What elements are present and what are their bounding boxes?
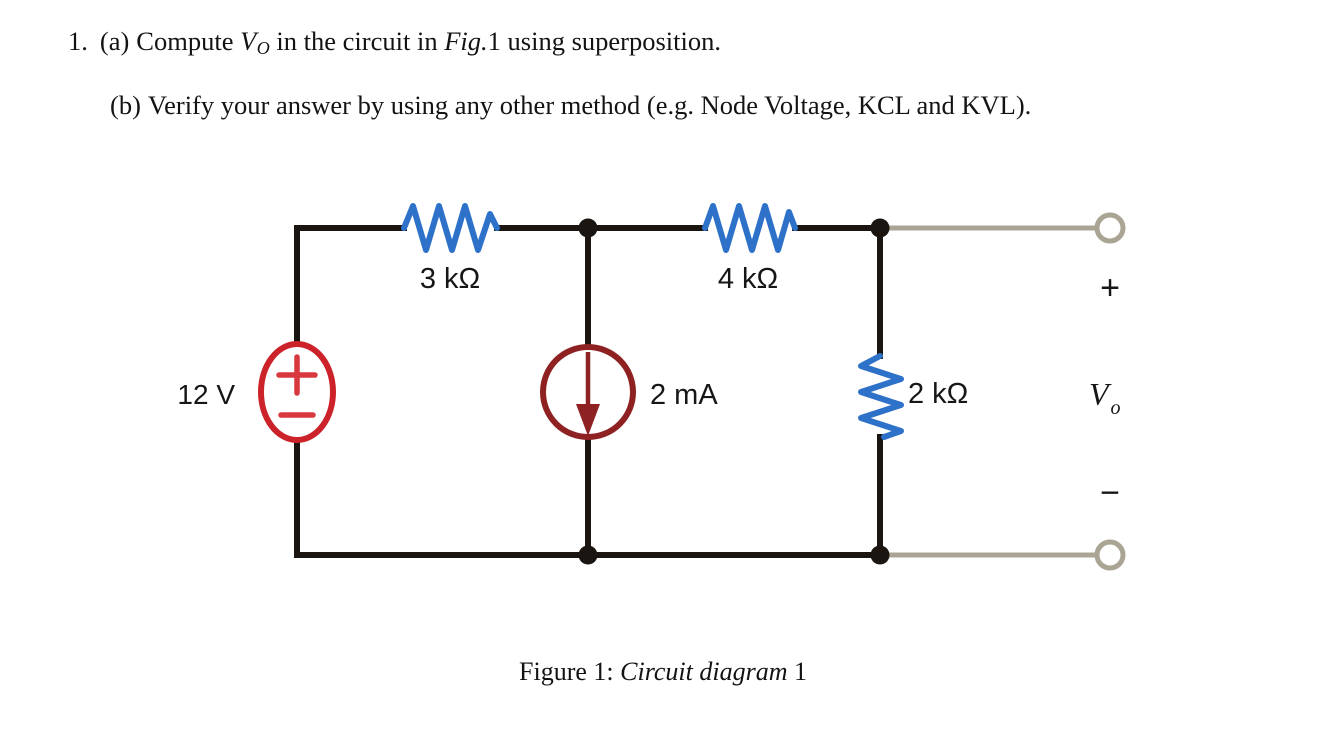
- output-voltage-variable-base: V: [240, 26, 257, 56]
- part-b-label: (b): [110, 90, 141, 120]
- caption-suffix: 1: [793, 657, 807, 686]
- output-voltage-label-subscript: o: [1111, 397, 1121, 419]
- output-polarity-plus: +: [1100, 269, 1120, 307]
- part-b-text: Verify your answer by using any other me…: [147, 90, 1032, 120]
- output-leads: [880, 225, 1098, 558]
- figure-caption: Figure 1: Circuit diagram 1: [0, 657, 1326, 687]
- voltage-source-12v: [258, 341, 336, 443]
- label-resistor-4k: 4 kΩ: [718, 263, 778, 295]
- part-a-text-after: using superposition.: [507, 26, 722, 56]
- part-a-label: (a): [99, 26, 130, 56]
- item-number: 1.: [68, 26, 88, 56]
- part-a-text-middle: in the circuit in: [276, 26, 438, 56]
- label-current-source: 2 mA: [650, 379, 718, 411]
- output-voltage-variable-subscript: O: [256, 37, 270, 58]
- problem-part-a: 1.(a)Compute VO in the circuit in Fig.1 …: [68, 28, 721, 57]
- figure-reference: Fig.: [444, 26, 488, 56]
- circuit-junctions: [578, 218, 890, 565]
- resistor-2k-zigzag: [858, 353, 904, 440]
- junction-dot-top-right: [870, 218, 890, 238]
- circuit-schematic-svg: 12 V 3 kΩ 4 kΩ 2 kΩ 2 mA + − Vo: [177, 203, 1126, 571]
- resistor-2k: [858, 353, 904, 440]
- figure-reference-number: 1: [487, 26, 501, 56]
- output-polarity-minus: −: [1100, 474, 1120, 512]
- problem-part-b: (b)Verify your answer by using any other…: [110, 92, 1031, 119]
- label-resistor-3k: 3 kΩ: [420, 263, 480, 295]
- resistor-4k-zigzag: [702, 203, 798, 253]
- output-terminal-positive: [1094, 212, 1126, 244]
- output-voltage-variable: VO: [240, 26, 270, 58]
- part-a-text-before: Compute: [136, 26, 234, 56]
- circuit-wires: [294, 225, 883, 558]
- caption-prefix: Figure 1:: [519, 657, 614, 686]
- output-terminal-negative: [1094, 539, 1126, 571]
- voltage-source-plus-icon: [276, 354, 318, 396]
- junction-dot-bottom-right: [870, 545, 890, 565]
- junction-dot-bottom-middle: [578, 545, 598, 565]
- junction-dot-top-middle: [578, 218, 598, 238]
- resistor-3k: [401, 203, 500, 253]
- resistor-3k-zigzag: [401, 203, 500, 253]
- output-terminals: [1094, 212, 1126, 571]
- caption-title: Circuit diagram: [620, 657, 788, 686]
- label-voltage-source: 12 V: [177, 379, 235, 410]
- current-source-2ma: [540, 344, 636, 440]
- label-resistor-2k: 2 kΩ: [908, 378, 968, 410]
- current-source-arrow-icon: [576, 352, 600, 436]
- resistor-4k: [702, 203, 798, 253]
